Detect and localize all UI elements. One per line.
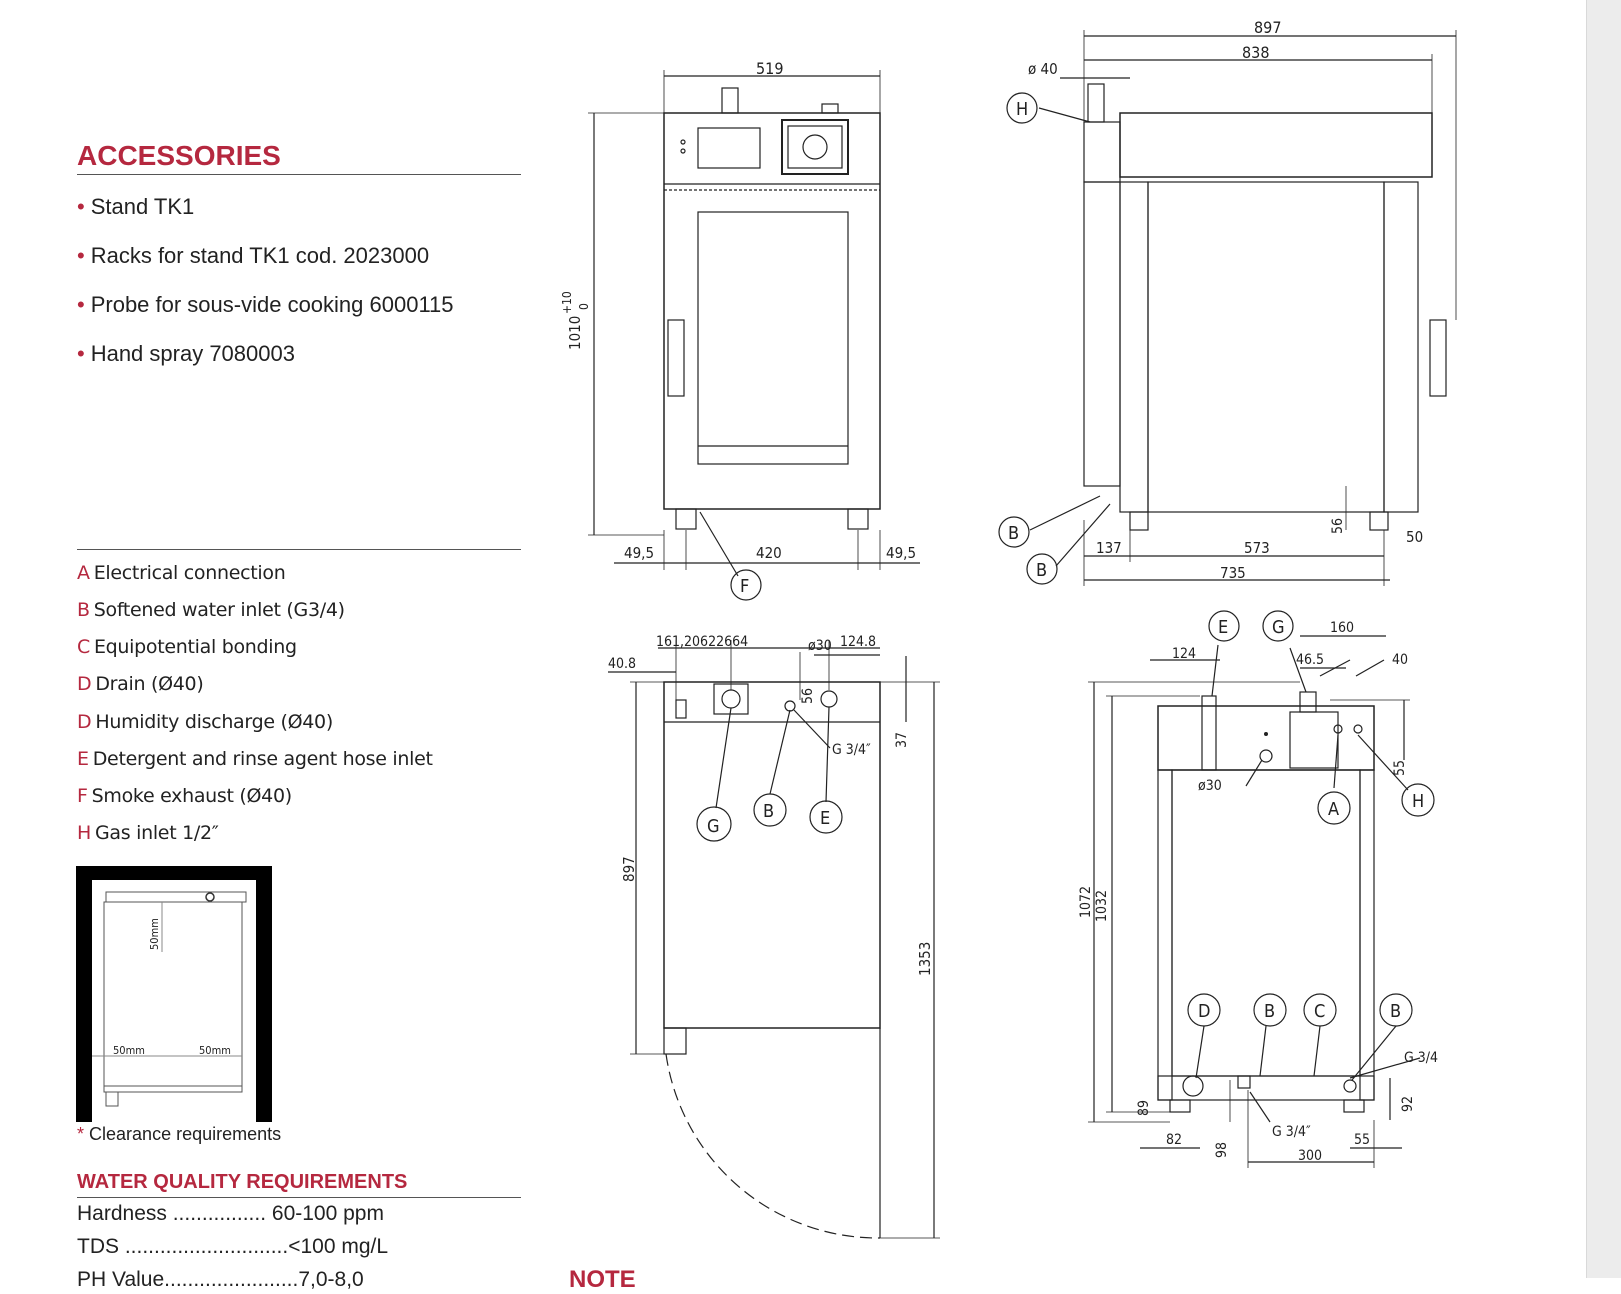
side-dim-overall: 897 [1254, 18, 1281, 37]
side-dim-bottom-total: 735 [1220, 564, 1246, 582]
side-dim-feet: 56 [1330, 518, 1346, 534]
rear-view: 124 160 46.5 40 55 ø30 1072 1032 G 3/4 G… [1078, 610, 1438, 1168]
side-dim-bottom-mid: 573 [1244, 539, 1270, 557]
top-view: 40.8 161,20622664 ø30 124.8 56 37 G 3/4″… [608, 634, 940, 1239]
side-dim-dia: ø 40 [1028, 60, 1058, 78]
rear-g34b: G 3/4″ [1272, 1124, 1311, 1140]
scrollbar[interactable] [1586, 0, 1621, 1278]
technical-drawings: 519 1010 +10 0 49,5 420 49,5 F [560, 18, 1457, 1239]
rear-dim-160: 160 [1330, 620, 1354, 636]
top-dim-sweep: 1353 [916, 942, 934, 976]
rear-dim-465: 46.5 [1296, 652, 1324, 668]
rear-dim-82: 82 [1166, 1132, 1182, 1148]
clearance-dim-left: 50mm [113, 1044, 145, 1057]
callout-h-rear: H [1412, 791, 1424, 812]
side-view: 897 838 ø 40 137 573 735 56 50 H B B [998, 18, 1457, 586]
front-dim-height: 1010 [566, 316, 584, 350]
callout-g-top: G [707, 816, 720, 837]
front-dim-right: 49,5 [886, 544, 916, 562]
callout-e-top: E [820, 808, 830, 829]
side-dim-right: 50 [1406, 528, 1423, 546]
top-dim-d6: 37 [894, 732, 910, 748]
top-dim-d5: 56 [800, 688, 816, 704]
callout-c-rear: C [1314, 1001, 1325, 1022]
rear-dim-40: 40 [1392, 652, 1408, 668]
water-quality-rule [77, 1197, 521, 1198]
callout-d-rear: D [1198, 1001, 1210, 1022]
rear-dim-92: 92 [1400, 1096, 1416, 1112]
front-dim-tol-bottom: 0 [577, 303, 591, 310]
top-dim-d1: 40.8 [608, 656, 636, 672]
accessory-item: •Racks for stand TK1 cod. 2023000 [77, 243, 430, 268]
clearance-dim-right: 50mm [199, 1044, 231, 1057]
callout-b-rear-1: B [1264, 1001, 1275, 1022]
callout-g-rear: G [1272, 617, 1285, 638]
front-view: 519 1010 +10 0 49,5 420 49,5 F [560, 59, 920, 601]
accessories-rule [77, 174, 521, 175]
callout-b-top: B [763, 801, 774, 822]
top-dim-depth: 897 [620, 856, 638, 882]
rear-dim-55b: 55 [1354, 1132, 1370, 1148]
clearance-dim-top: 50mm [148, 918, 161, 950]
callout-b-side-1: B [1008, 523, 1019, 544]
top-dim-d2: 161,20622664 [656, 634, 748, 650]
top-thread: G 3/4″ [832, 742, 871, 758]
front-dim-middle: 420 [756, 544, 782, 562]
side-dim-body: 838 [1242, 43, 1269, 62]
top-dim-d3: ø30 [808, 638, 832, 654]
front-dim-tol-top: +10 [560, 291, 574, 314]
legend-rule [77, 549, 521, 550]
water-quality-row: TDS ............................<100 mg/… [77, 1235, 389, 1258]
side-dim-bottom-left: 137 [1096, 539, 1122, 557]
top-dim-d4: 124.8 [840, 634, 876, 650]
rear-dim-1032: 1032 [1094, 890, 1110, 922]
rear-dim-1072: 1072 [1078, 886, 1094, 918]
callout-b-side-2: B [1036, 560, 1047, 581]
front-dim-width: 519 [756, 59, 783, 78]
callout-e-rear: E [1218, 617, 1228, 638]
rear-g34: G 3/4 [1404, 1050, 1438, 1066]
callout-h-side: H [1016, 99, 1028, 120]
water-quality-heading: WATER QUALITY REQUIREMENTS [77, 1171, 408, 1193]
accessory-item: •Hand spray 7080003 [77, 341, 295, 366]
callout-a-rear: A [1328, 799, 1339, 820]
rear-dia-30: ø30 [1198, 778, 1222, 794]
callout-f: F [740, 576, 749, 597]
clearance-caption: * Clearance requirements [77, 1124, 282, 1144]
rear-dim-55: 55 [1392, 760, 1408, 776]
front-dim-left: 49,5 [624, 544, 654, 562]
accessory-item: •Probe for sous-vide cooking 6000115 [77, 292, 454, 317]
rear-dim-124: 124 [1172, 646, 1196, 662]
clearance-diagram: 50mm 50mm 50mm [76, 866, 272, 1122]
accessories-heading: ACCESSORIES [77, 140, 281, 171]
accessory-item: •Stand TK1 [77, 194, 195, 219]
rear-dim-89: 89 [1136, 1100, 1152, 1116]
rear-dim-300: 300 [1298, 1148, 1322, 1164]
rear-dim-98: 98 [1214, 1142, 1230, 1158]
callout-b-rear-2: B [1390, 1001, 1401, 1022]
water-quality-row: Hardness ................ 60-100 ppm [77, 1202, 384, 1225]
